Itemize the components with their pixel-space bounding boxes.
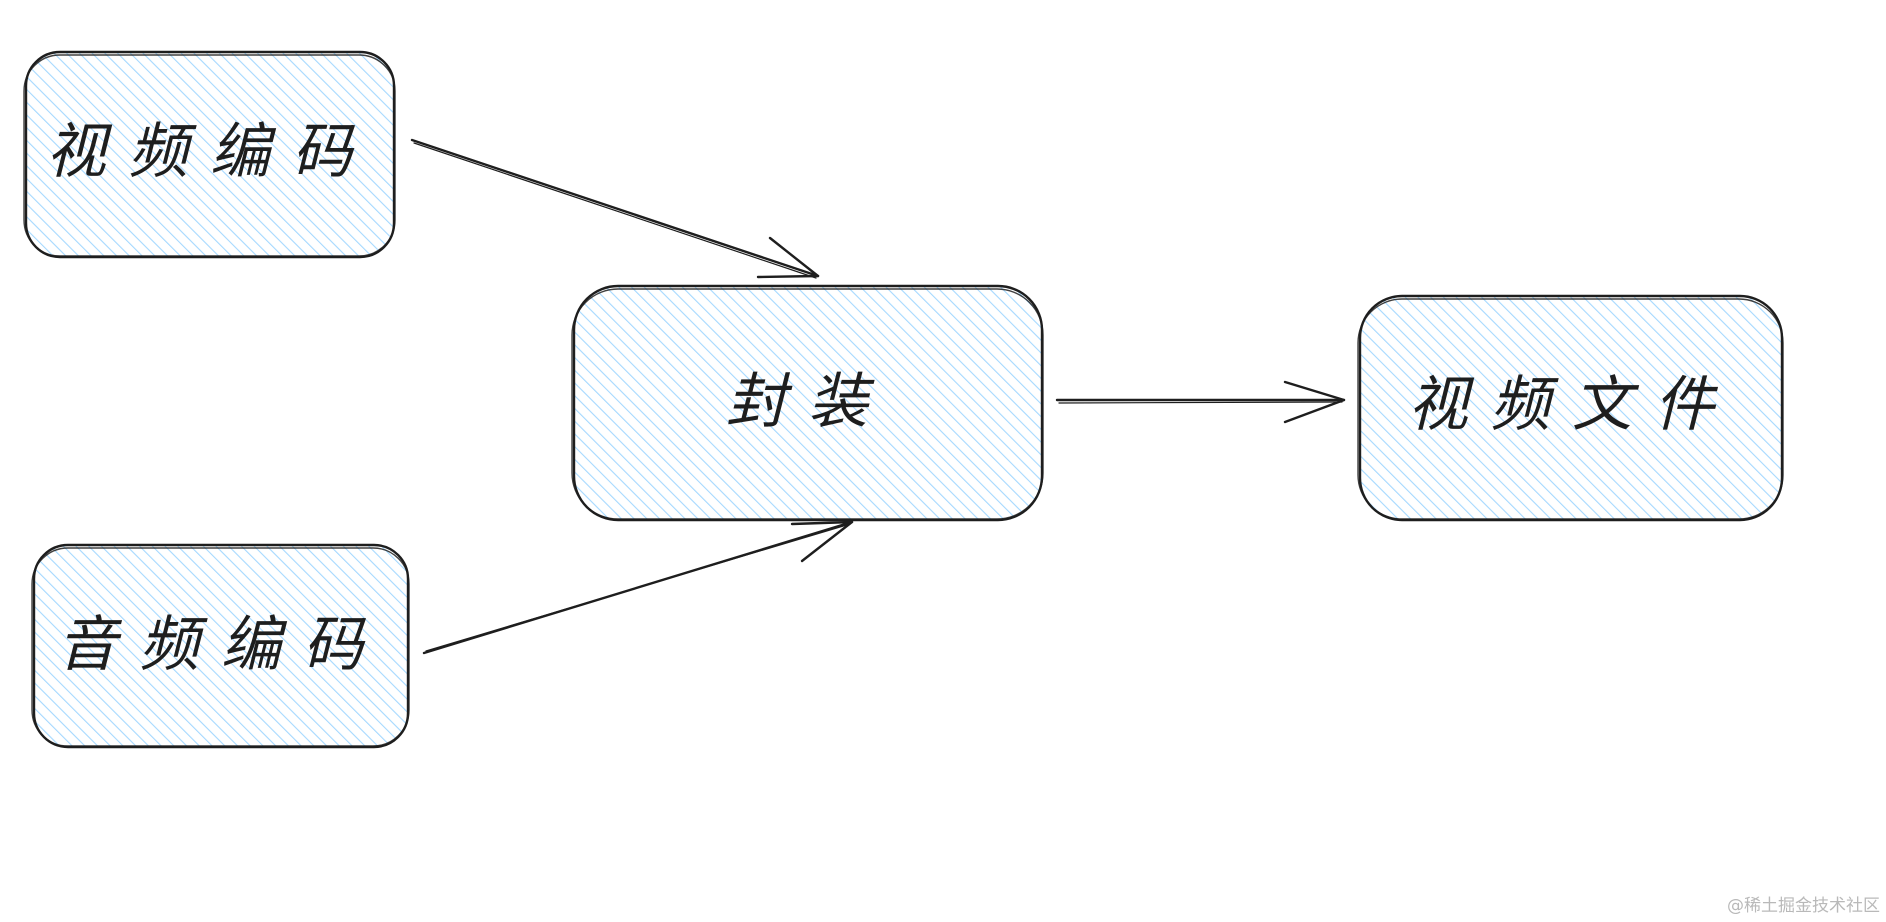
node-video-file-border [1358, 294, 1784, 522]
node-video-encoding-border-sketch [23, 54, 396, 257]
node-video-file-border-sketch [1357, 298, 1784, 520]
node-video-file-fill [1360, 296, 1782, 520]
node-audio-encoding[interactable]: 音频编码 [31, 543, 410, 749]
node-audio-encoding-fill [34, 545, 408, 747]
node-muxing-border-sketch [571, 288, 1044, 520]
edge-video-encoding-to-muxing-line-sketch [413, 142, 817, 279]
node-video-file-label: 视频文件 [1408, 370, 1736, 440]
node-muxing-border [572, 284, 1044, 522]
edge-audio-encoding-to-muxing [422, 520, 854, 655]
node-audio-encoding-label: 音频编码 [57, 610, 385, 680]
node-video-encoding-border [24, 50, 396, 259]
edge-video-encoding-to-muxing-line [410, 138, 820, 278]
edge-muxing-to-video-file-line-sketch [1058, 401, 1343, 404]
edge-audio-encoding-to-muxing-arrowhead [790, 520, 854, 563]
edge-video-encoding-to-muxing-arrowhead [756, 236, 820, 279]
node-muxing-label: 封装 [726, 367, 890, 437]
watermark: @稀土掘金技术社区 [1727, 896, 1880, 916]
node-audio-encoding-border-sketch [31, 547, 410, 747]
node-video-file[interactable]: 视频文件 [1357, 294, 1784, 522]
node-muxing-fill [574, 286, 1042, 520]
edge-muxing-to-video-file-arrowhead [1283, 380, 1346, 424]
node-video-encoding[interactable]: 视频编码 [23, 50, 396, 259]
node-audio-encoding-border [32, 543, 410, 749]
node-video-encoding-label: 视频编码 [46, 117, 374, 187]
edge-video-encoding-to-muxing [410, 138, 820, 279]
node-video-encoding-fill [26, 52, 394, 257]
edge-muxing-to-video-file [1055, 380, 1346, 424]
node-muxing[interactable]: 封装 [571, 284, 1044, 522]
edge-audio-encoding-to-muxing-line-sketch [425, 523, 851, 652]
